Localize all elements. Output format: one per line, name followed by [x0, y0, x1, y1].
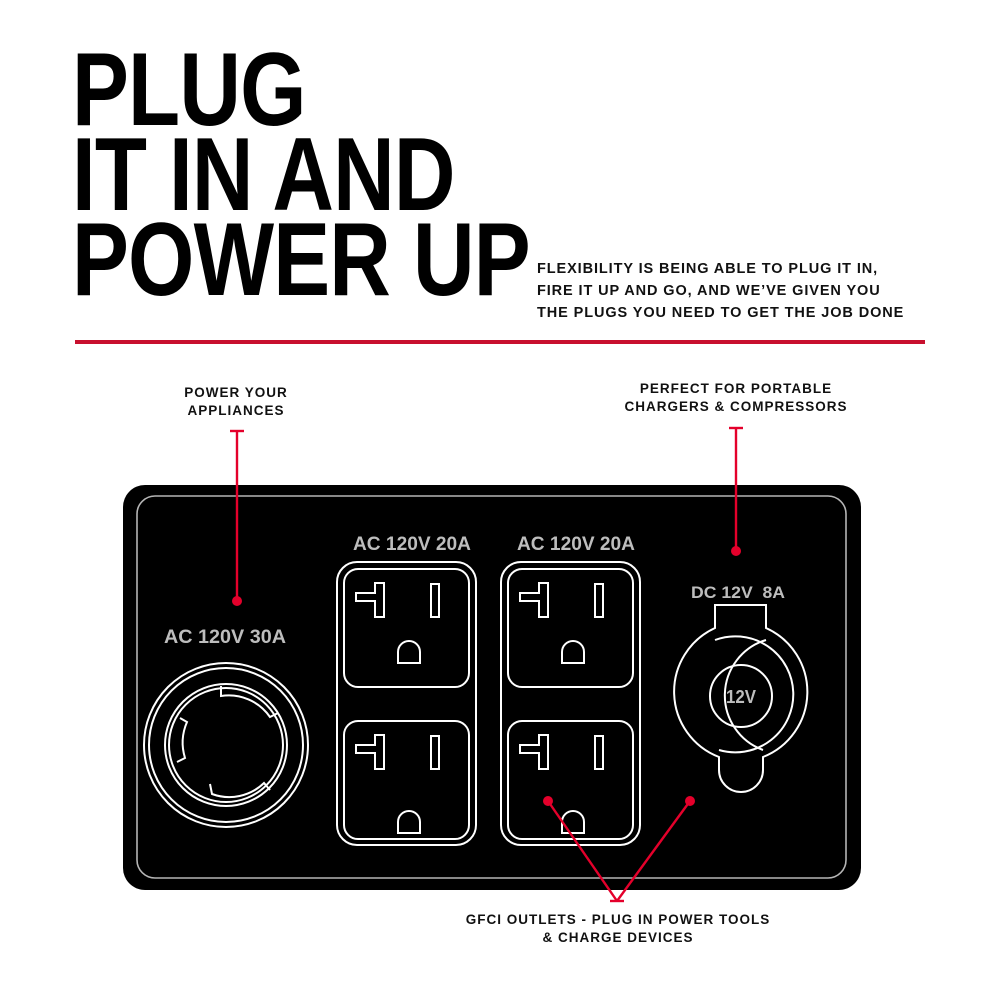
intro-line-2: FIRE IT UP AND GO, AND WE’VE GIVEN YOU — [537, 283, 881, 299]
callout-gfci-line-2: & CHARGE DEVICES — [542, 930, 694, 945]
intro-paragraph: FLEXIBILITY IS BEING ABLE TO PLUG IT IN,… — [537, 258, 904, 324]
callout-gfci: GFCI OUTLETS - PLUG IN POWER TOOLS & CHA… — [418, 911, 818, 947]
callout-chargers-line-2: CHARGERS & COMPRESSORS — [624, 399, 848, 414]
twist-lock-outlet-icon — [143, 662, 309, 828]
headline-line-1: PLUG — [72, 32, 306, 148]
intro-line-1: FLEXIBILITY IS BEING ABLE TO PLUG IT IN, — [537, 261, 879, 277]
dc-spec-label: DC 12V 8A — [691, 583, 785, 602]
duplex-left-spec-label: AC 120V 20A — [353, 534, 471, 555]
duplex-outlet-right-icon — [500, 561, 641, 846]
callout-chargers: PERFECT FOR PORTABLE CHARGERS & COMPRESS… — [586, 380, 886, 416]
twistlock-spec-label: AC 120V 30A — [164, 627, 286, 648]
duplex-outlet-left-icon — [336, 561, 477, 846]
red-divider — [75, 340, 925, 344]
duplex-right-spec-label: AC 120V 20A — [517, 534, 635, 555]
headline: PLUG IT IN AND POWER UP — [72, 32, 531, 318]
12v-socket-icon — [673, 604, 809, 793]
callout-appliances: POWER YOUR APPLIANCES — [136, 384, 336, 420]
intro-line-3: THE PLUGS YOU NEED TO GET THE JOB DONE — [537, 305, 905, 321]
socket-12v-text: 12V — [726, 687, 756, 707]
headline-line-2: IT IN AND — [72, 117, 455, 233]
callout-gfci-line-1: GFCI OUTLETS - PLUG IN POWER TOOLS — [465, 912, 771, 927]
callout-leaders — [230, 426, 743, 903]
callout-appliances-line-2: APPLIANCES — [187, 403, 285, 418]
outlet-panel — [123, 485, 861, 890]
callout-chargers-line-1: PERFECT FOR PORTABLE — [639, 381, 833, 396]
headline-line-3: POWER UP — [72, 202, 531, 318]
callout-appliances-line-1: POWER YOUR — [184, 385, 288, 400]
